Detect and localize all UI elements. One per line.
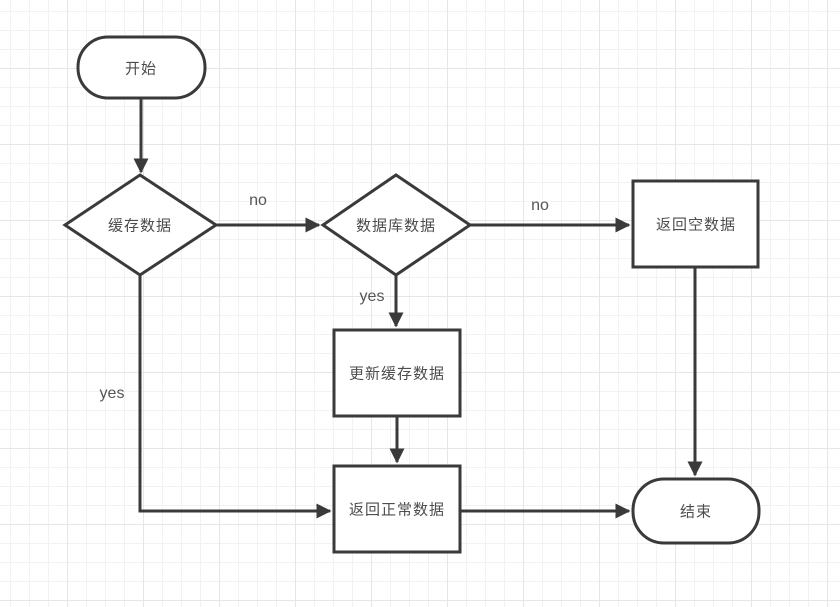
- return-normal-label: 返回正常数据: [348, 501, 446, 519]
- edge-cache-to-return-normal: [138, 275, 332, 519]
- edge-label-cache-yes: yes: [99, 385, 125, 402]
- end-node: [631, 477, 761, 545]
- edge-label-db-yes: yes: [359, 288, 385, 305]
- db-decision-label: 数据库数据: [355, 217, 437, 235]
- start-node: [76, 35, 207, 100]
- return-empty-label: 返回空数据: [655, 216, 737, 234]
- cache-decision-label: 缓存数据: [107, 217, 173, 235]
- edge-label-cache-no: no: [249, 192, 267, 209]
- cache-decision-diamond: [62, 173, 219, 277]
- edge-label-db-no: no: [531, 197, 549, 214]
- start-node-label: 开始: [124, 60, 158, 78]
- db-decision-diamond: [320, 173, 473, 277]
- update-cache-label: 更新缓存数据: [348, 365, 446, 383]
- return-empty-node: [631, 179, 760, 269]
- end-node-label: 结束: [679, 503, 713, 521]
- update-cache-node: [332, 328, 462, 418]
- return-normal-node: [332, 464, 462, 554]
